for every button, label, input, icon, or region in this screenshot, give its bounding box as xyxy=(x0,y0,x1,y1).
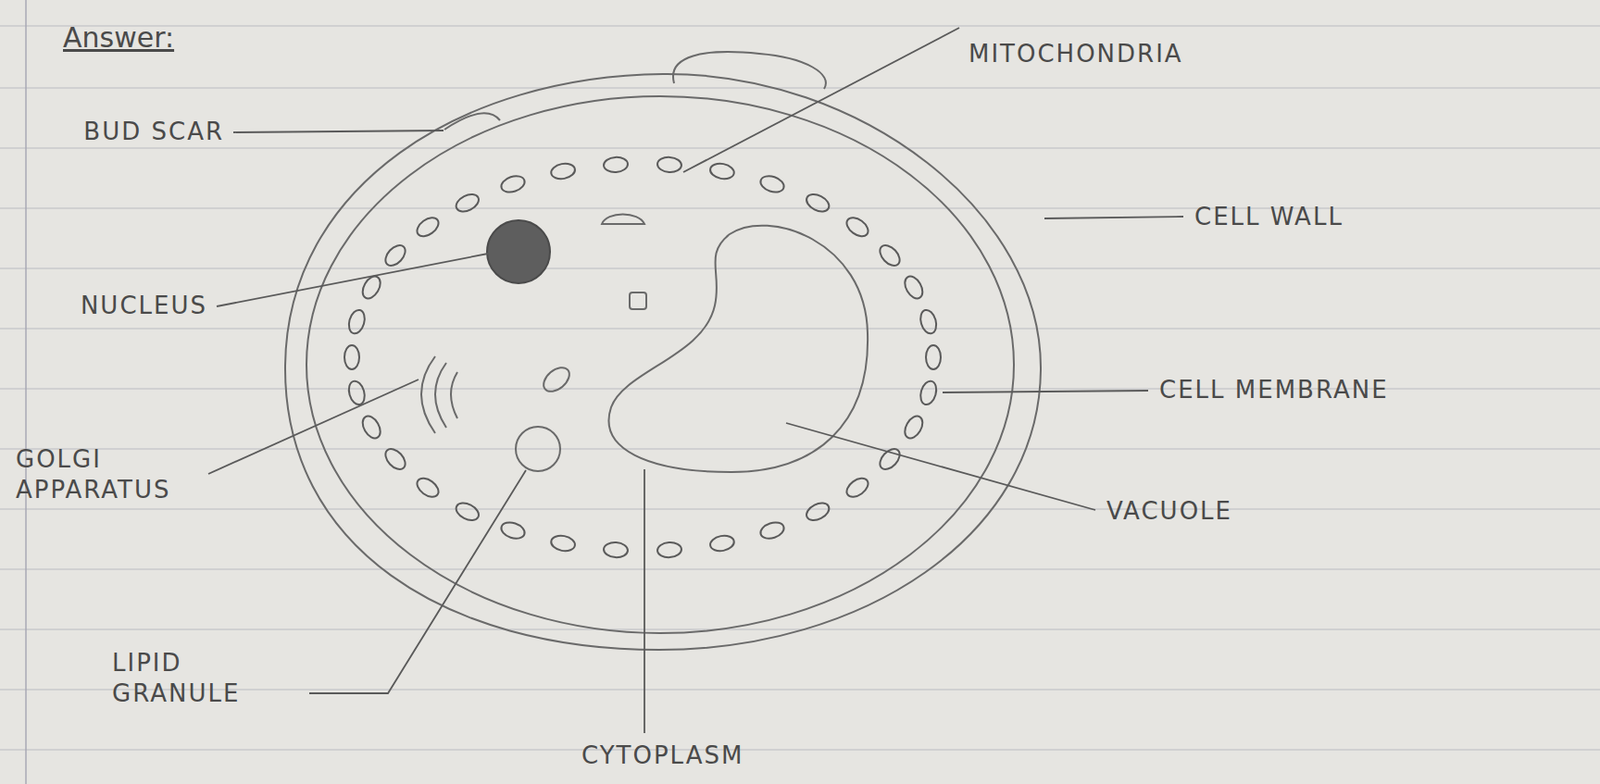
leader-line xyxy=(208,379,419,475)
lipid-granule xyxy=(515,426,561,472)
mitochondrion xyxy=(499,519,527,541)
mitochondrion xyxy=(917,308,938,336)
mitochondrion xyxy=(657,156,683,174)
mitochondria xyxy=(344,156,941,559)
organelle xyxy=(629,292,647,310)
mitochondrion xyxy=(499,173,527,195)
mitochondrion xyxy=(413,213,442,240)
bud-scar xyxy=(673,51,826,89)
leader-lines xyxy=(208,27,1184,734)
part-label: CYTOPLASM xyxy=(581,740,744,772)
answer-heading: Answer: xyxy=(62,20,175,56)
leader-line xyxy=(643,469,646,734)
mitochondrion xyxy=(758,173,787,195)
leader-line xyxy=(942,390,1149,393)
leader-line xyxy=(683,27,960,173)
part-label: CELL WALL xyxy=(1194,201,1344,233)
mitochondrion xyxy=(381,241,409,270)
nucleus xyxy=(487,220,550,284)
mitochondrion xyxy=(900,273,926,302)
mitochondrion xyxy=(381,445,409,474)
part-label: GOLGI APPARATUS xyxy=(15,444,201,505)
organelle xyxy=(538,362,574,397)
mitochondrion xyxy=(453,500,482,525)
mitochondrion xyxy=(917,379,938,407)
mitochondrion xyxy=(657,541,683,559)
mitochondrion xyxy=(803,190,832,215)
mitochondrion xyxy=(453,190,482,215)
mitochondrion xyxy=(603,541,629,559)
mitochondrion xyxy=(709,162,737,182)
mitochondrion xyxy=(413,475,442,501)
leader-line xyxy=(786,423,1096,511)
bud-scar xyxy=(444,113,500,130)
mitochondrion xyxy=(603,156,629,174)
mitochondrion xyxy=(843,475,872,501)
part-label: LIPID GRANULE xyxy=(112,648,298,709)
mitochondrion xyxy=(843,213,872,240)
mitochondrion xyxy=(550,534,577,554)
mitochondrion xyxy=(925,345,941,370)
part-label: CELL MEMBRANE xyxy=(1159,375,1389,406)
golgi-apparatus xyxy=(450,372,458,419)
leader-line xyxy=(1044,216,1184,219)
leader-line xyxy=(216,253,488,307)
golgi-apparatus xyxy=(421,356,436,434)
mitochondrion xyxy=(803,500,832,525)
mitochondrion xyxy=(359,412,385,442)
organelle xyxy=(601,214,645,225)
mitochondrion xyxy=(550,162,577,182)
leader-line xyxy=(309,470,526,694)
leader-line xyxy=(233,130,444,133)
mitochondrion xyxy=(709,534,737,554)
mitochondrion xyxy=(875,241,903,270)
part-label: VACUOLE xyxy=(1106,496,1233,527)
part-label: NUCLEUS xyxy=(80,290,208,322)
mitochondrion xyxy=(758,519,787,541)
mitochondrion xyxy=(900,412,926,442)
cell-wall xyxy=(285,74,1041,650)
mitochondrion xyxy=(344,345,360,370)
cell-membrane xyxy=(306,96,1014,634)
part-label: BUD SCAR xyxy=(83,116,225,148)
golgi-apparatus xyxy=(435,362,447,428)
mitochondrion xyxy=(346,308,367,336)
part-label: MITOCHONDRIA xyxy=(968,38,1184,70)
mitochondrion xyxy=(346,379,367,407)
